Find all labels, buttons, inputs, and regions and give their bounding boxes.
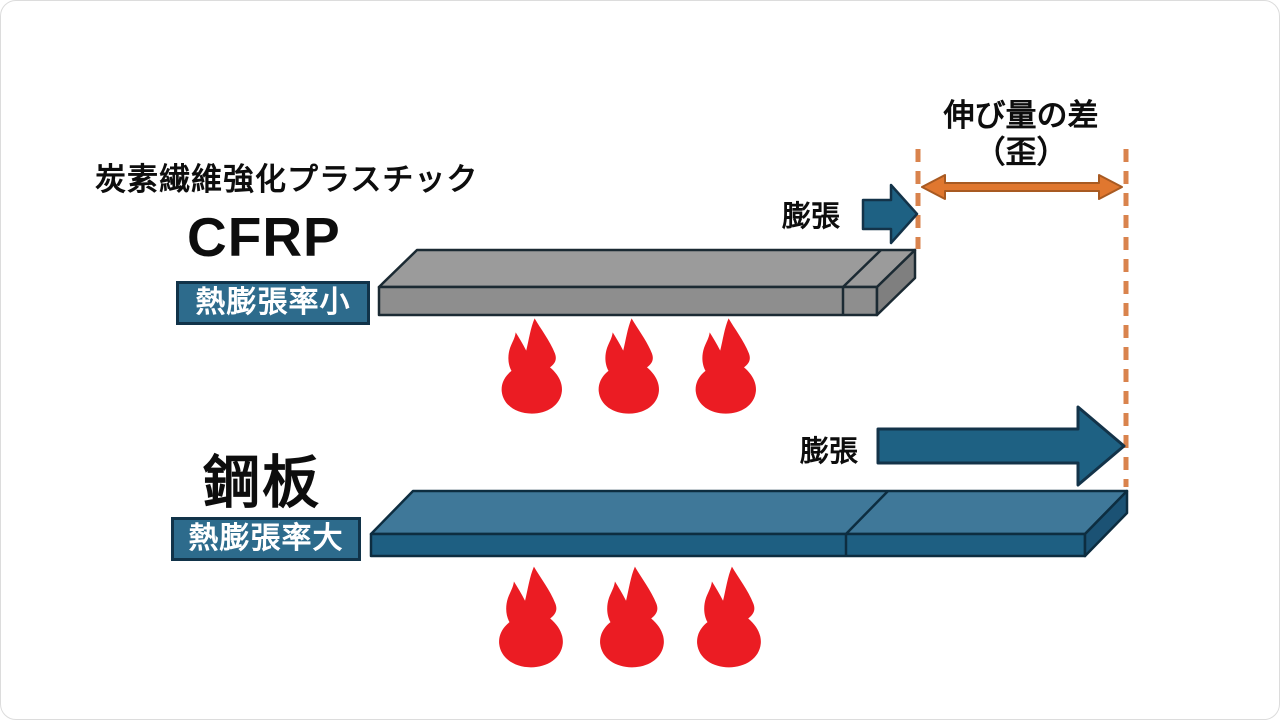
cfrp-expansion-label: 膨張 <box>782 201 841 233</box>
cfrp-bar-side-face <box>875 248 917 317</box>
steel-bar-side-face <box>1083 489 1129 558</box>
flame-icon <box>598 318 659 414</box>
steel-bar <box>369 489 1129 558</box>
gap-double-arrow-icon <box>921 174 1123 200</box>
cfrp-title: CFRP <box>187 206 341 268</box>
cfrp-bar-top-face <box>377 248 917 289</box>
flame-icon <box>499 566 563 668</box>
cfrp-thermal-expansion-badge: 熱膨張率小 <box>176 281 370 325</box>
cfrp-expansion-arrow-icon <box>861 183 919 245</box>
steel-expansion-label: 膨張 <box>800 436 859 468</box>
flame-icon <box>697 566 761 668</box>
flame-icon <box>695 318 756 414</box>
cfrp-bar <box>377 248 917 317</box>
steel-heat-flames <box>499 566 761 668</box>
elongation-gap-label-line1: 伸び量の差 <box>943 98 1099 133</box>
steel-bar-divider-top <box>845 490 889 535</box>
cfrp-subtitle: 炭素繊維強化プラスチック <box>95 162 479 197</box>
steel-thermal-expansion-badge: 熱膨張率大 <box>171 517 361 561</box>
cfrp-bar-front-face <box>377 285 879 317</box>
steel-bar-top-face <box>369 489 1129 536</box>
steel-expansion-arrow-icon <box>876 405 1126 487</box>
steel-title: 鋼板 <box>203 451 321 515</box>
elongation-gap-label-line2: （歪） <box>974 135 1068 170</box>
flame-icon <box>600 566 664 668</box>
cfrp-heat-flames <box>501 318 756 414</box>
steel-bar-front-face <box>369 532 1087 558</box>
cfrp-bar-divider-top <box>842 249 882 288</box>
flame-icon <box>501 318 562 414</box>
elongation-gap-label: 伸び量の差 （歪） <box>914 97 1128 171</box>
